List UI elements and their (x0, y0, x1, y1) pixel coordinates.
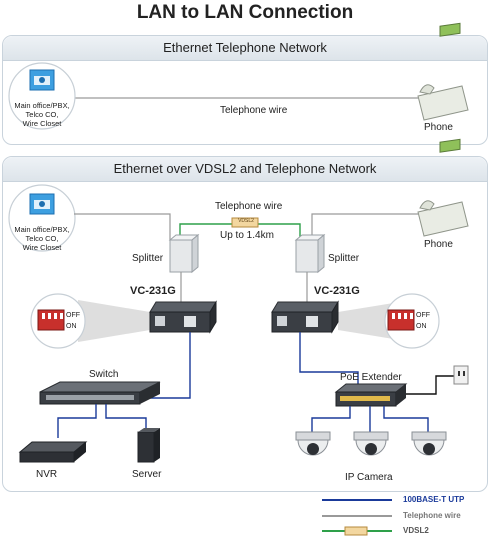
legend-telephone-label: Telephone wire (403, 511, 461, 520)
wire-splitter-phone (311, 213, 418, 240)
office-building-icon-2 (29, 193, 55, 215)
vc231g-left-icon (149, 300, 217, 334)
splitter-left-label: Splitter (132, 253, 164, 264)
utp-vc-switch (150, 332, 191, 399)
panel1-header: Ethernet Telephone Network (3, 36, 487, 61)
nvr-icon (18, 441, 88, 463)
poe-extender-label: PoE Extender (340, 372, 402, 383)
vdsl2-tag-box (231, 217, 259, 228)
phone-icon-2 (417, 138, 469, 237)
power-cable (406, 375, 456, 395)
dip-on-right: ON (416, 323, 427, 330)
nvr-label: NVR (36, 469, 58, 480)
page-title: LAN to LAN Connection (136, 2, 354, 23)
phone-icon-1 (417, 22, 469, 121)
telephone-wire-label: Telephone wire (220, 105, 288, 116)
panel-ethernet-telephone: Ethernet Telephone Network (2, 35, 488, 145)
dip-off-left: OFF (66, 312, 80, 319)
wire-office-splitter (74, 213, 171, 240)
office-building-icon (29, 69, 55, 91)
distance-label: Up to 1.4km (220, 230, 274, 241)
office-label-2: Main office/PBX, Telco CO, Wire Closet (14, 225, 70, 252)
vdsl2-tag: VDSL2 (238, 218, 254, 224)
utp-vc-poe (299, 332, 359, 388)
power-outlet-icon (453, 365, 469, 385)
splitter-right-label: Splitter (328, 253, 360, 264)
dip-zoom-left (78, 300, 150, 342)
vc231g-right-icon (271, 300, 339, 334)
dip-on-left: ON (66, 323, 77, 330)
ip-camera-2-icon (353, 431, 389, 456)
office-node-circle-2 (8, 184, 76, 252)
splitter-left-icon (168, 233, 200, 274)
ip-camera-label: IP Camera (345, 472, 393, 483)
splitter-right-icon (294, 233, 326, 274)
ip-camera-3-icon (411, 431, 447, 456)
office-label-1: Main office/PBX, Telco CO, Wire Closet (14, 101, 70, 128)
server-label: Server (132, 469, 162, 480)
telephone-wire-label-2: Telephone wire (215, 201, 283, 212)
switch-icon (39, 381, 161, 405)
panel2-header: Ethernet over VDSL2 and Telephone Networ… (3, 157, 487, 182)
phone-label: Phone (424, 122, 453, 133)
poe-extender-icon (334, 383, 408, 407)
ip-camera-1-icon (295, 431, 331, 456)
server-icon (137, 428, 160, 463)
switch-label: Switch (89, 369, 119, 380)
device-left-label: VC-231G (130, 285, 176, 297)
dip-off-right: OFF (416, 312, 430, 319)
legend-vdsl2-label: VDSL2 (403, 526, 429, 535)
legend-utp-label: 100BASE-T UTP (403, 495, 465, 504)
phone-label-2: Phone (424, 239, 453, 250)
office-node-circle (8, 62, 76, 130)
device-right-label: VC-231G (314, 285, 360, 297)
